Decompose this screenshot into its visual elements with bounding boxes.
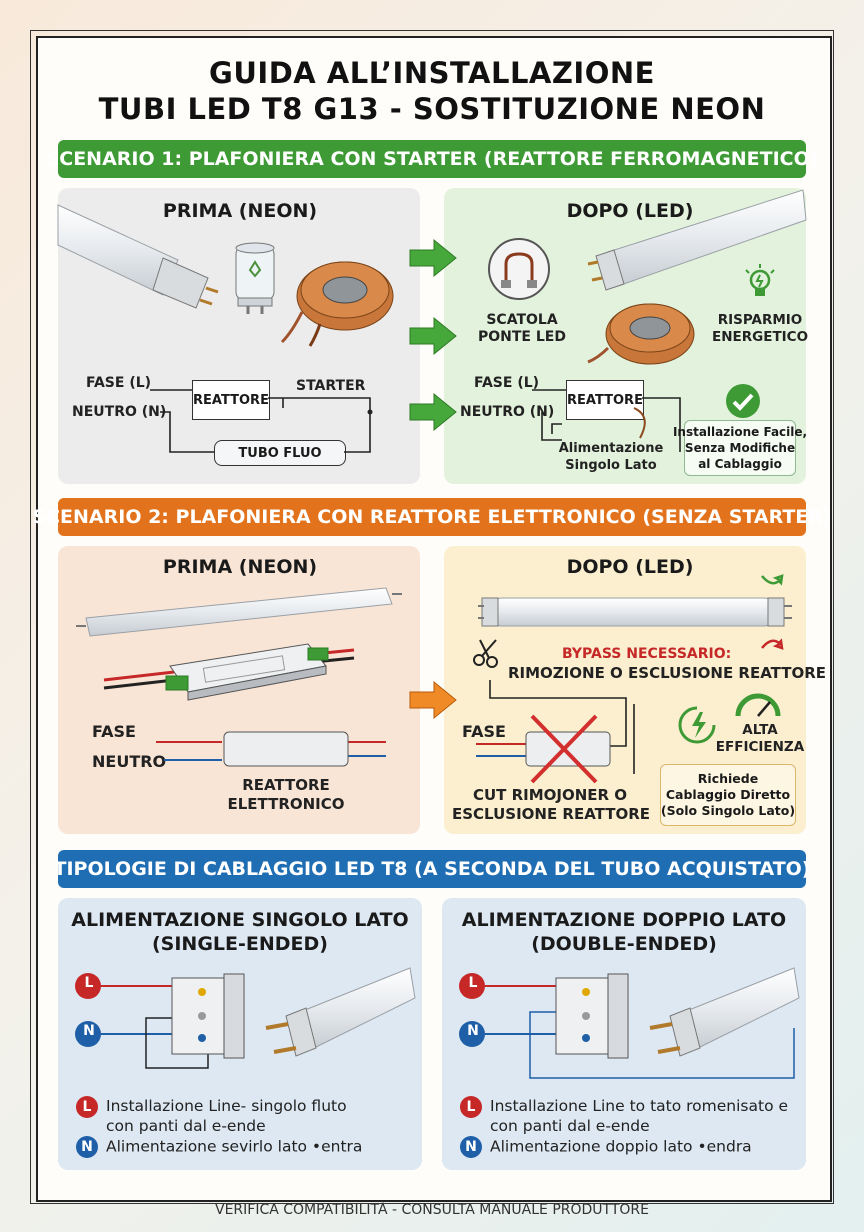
legend-L-icon: L xyxy=(76,1096,98,1118)
scissors-icon xyxy=(473,639,498,668)
scenario1-before-title: PRIMA (NEON) xyxy=(162,200,318,222)
s2-after-wiring xyxy=(476,680,635,784)
alimentazione-singolo-label: Alimentazione Singolo Lato xyxy=(558,441,664,473)
s1-after-wiring xyxy=(532,389,681,452)
arrow-icon-1 xyxy=(409,238,457,278)
double-ended-diagram xyxy=(459,967,800,1079)
s1-after-fase-label: FASE (L) xyxy=(474,375,540,391)
single-L-badge: L xyxy=(84,975,94,991)
bypass-label: BYPASS NECESSARIO: xyxy=(562,646,732,662)
s2-led-tube-illustration xyxy=(478,597,792,627)
single-legend-1: L Installazione Line- singolo fluto con p… xyxy=(76,1096,347,1136)
alta-efficienza-label: ALTA EFFICIENZA xyxy=(715,722,805,755)
legend-N-icon-2: N xyxy=(460,1136,482,1158)
s2-before-wiring xyxy=(156,731,386,767)
scenario2-after-title: DOPO (LED) xyxy=(566,556,694,578)
gauge-icon xyxy=(735,693,781,717)
cut-label: CUT RIMOJONER O ESCLUSIONE REATTORE xyxy=(452,786,651,823)
arrow-icon-2 xyxy=(409,316,457,356)
checkmark-icon xyxy=(726,384,760,418)
page-title-line1: GUIDA ALL’INSTALLAZIONE xyxy=(209,56,655,90)
s1-fase-label: FASE (L) xyxy=(86,375,152,391)
s1-tubo-fluo: TUBO FLUO xyxy=(214,440,346,466)
ballast-coil-icon xyxy=(280,261,394,347)
s2-after-fase-label: FASE xyxy=(462,722,506,741)
double-legend-2: N Alimentazione doppio lato •endra xyxy=(460,1136,752,1158)
legend-L-icon-2: L xyxy=(460,1096,482,1118)
scenario2-before-title: PRIMA (NEON) xyxy=(162,556,318,578)
single-N-badge: N xyxy=(83,1023,95,1039)
lightbulb-icon xyxy=(745,264,775,296)
risparmio-label: RISPARMIO ENERGETICO xyxy=(712,312,809,345)
scenario1-header: SCENARIO 1: PLAFONIERA CON STARTER (REAT… xyxy=(46,140,818,178)
single-legend-1-text: Installazione Line- singolo fluto con pa… xyxy=(106,1097,347,1135)
s1-note: Installazione Facile, Senza Modifiche al… xyxy=(673,420,807,476)
legend-N-icon: N xyxy=(76,1136,98,1158)
s2-reattore-label: REATTORE ELETTRONICO xyxy=(227,776,345,813)
double-L-badge: L xyxy=(468,975,478,991)
leaf-bolt-icon xyxy=(678,706,716,744)
scenario1-after-title: DOPO (LED) xyxy=(566,200,694,222)
double-N-badge: N xyxy=(467,1023,479,1039)
arrow-icon-3 xyxy=(409,392,457,432)
ballast-coil-icon-2 xyxy=(587,303,695,365)
tipologie-header: TIPOLOGIE DI CABLAGGIO LED T8 (A SECONDA… xyxy=(54,850,811,888)
s2-fase-label: FASE xyxy=(92,722,136,741)
s2-neutro-label: NEUTRO xyxy=(92,752,167,771)
outer-border xyxy=(30,30,834,1204)
double-legend-1-text: Installazione Line to tato romenisato e … xyxy=(490,1097,789,1135)
s1-after-neutro-label: NEUTRO (N) xyxy=(460,404,555,420)
led-bridge-box-icon xyxy=(488,238,550,300)
s2-neon-tube-illustration xyxy=(76,587,402,637)
led-tube-illustration xyxy=(587,189,807,291)
s1-neutro-label: NEUTRO (N) xyxy=(72,404,167,420)
starter-icon xyxy=(235,242,275,314)
page-title-line2: TUBI LED T8 G13 - SOSTITUZIONE NEON xyxy=(98,92,766,126)
s1-reattore-box: REATTORE xyxy=(192,380,270,420)
rimozione-label: RIMOZIONE O ESCLUSIONE REATTORE xyxy=(508,664,827,682)
arrow-icon-5 xyxy=(761,574,784,586)
single-ended-title: ALIMENTAZIONE SINGOLO LATO (SINGLE-ENDED… xyxy=(71,909,409,955)
double-legend-1: L Installazione Line to tato romenisato e… xyxy=(460,1096,788,1136)
scatola-ponte-label: SCATOLA PONTE LED xyxy=(478,312,566,345)
s1-after-reattore-box: REATTORE xyxy=(566,380,644,420)
footer-text: VERIFICA COMPATIBILITÀ - CONSULTA MANUAL… xyxy=(215,1202,649,1218)
scenario2-header: SCENARIO 2: PLAFONIERA CON REATTORE ELET… xyxy=(32,498,832,536)
s2-note: Richiede Cablaggio Diretto (Solo Singolo… xyxy=(660,764,796,826)
single-legend-2-text: Alimentazione sevirlo lato •entra xyxy=(106,1137,363,1156)
single-ended-diagram xyxy=(75,967,416,1069)
arrow-icon-6 xyxy=(761,638,784,650)
s1-before-wiring xyxy=(150,389,373,453)
double-legend-2-text: Alimentazione doppio lato •endra xyxy=(490,1137,752,1156)
double-ended-title: ALIMENTAZIONE DOPPIO LATO (DOUBLE-ENDED) xyxy=(461,909,787,955)
neon-tube-illustration xyxy=(57,204,219,309)
electronic-ballast-illustration xyxy=(103,643,355,701)
single-legend-2: N Alimentazione sevirlo lato •entra xyxy=(76,1136,362,1158)
arrow-icon-4 xyxy=(409,680,457,720)
s1-starter-label: STARTER xyxy=(296,378,366,394)
